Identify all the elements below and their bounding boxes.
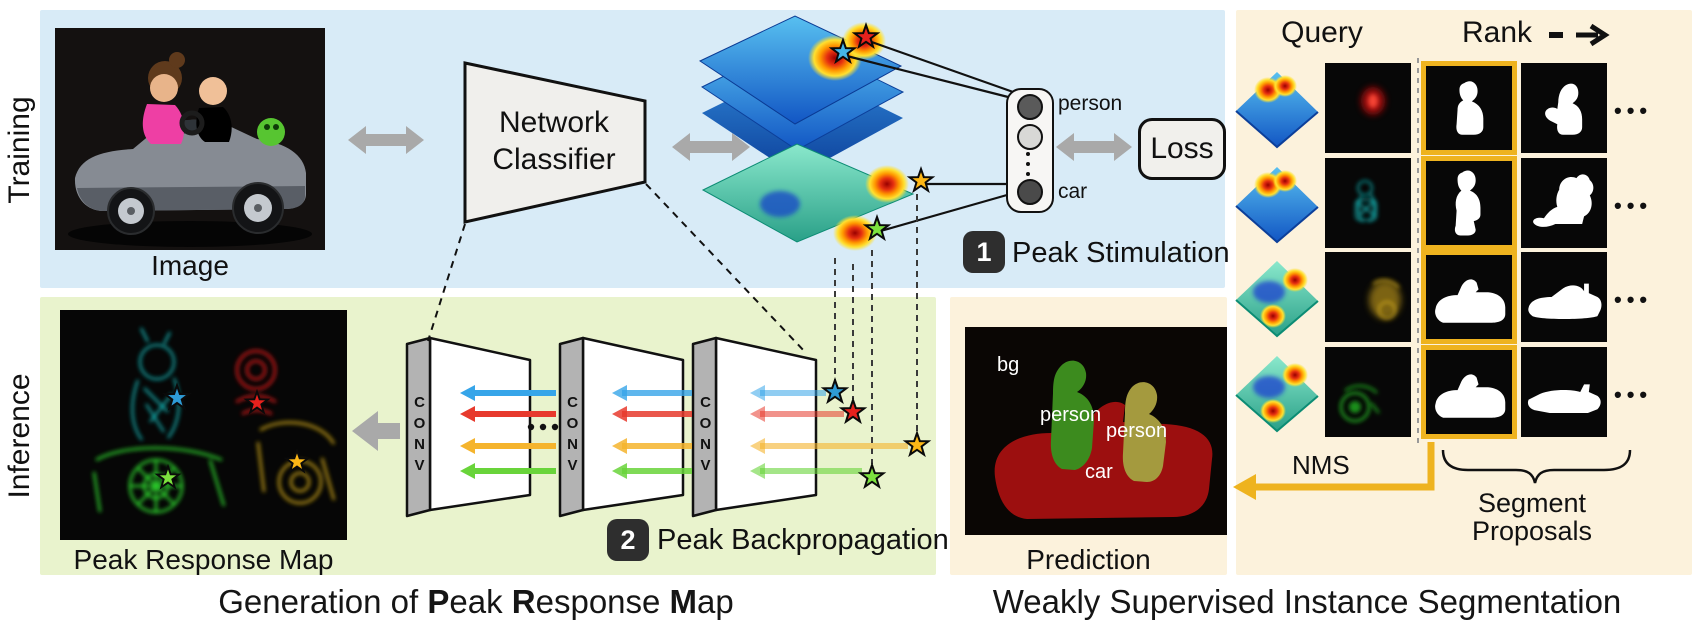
proposal-row4-rank2	[1521, 347, 1607, 437]
query-surface-person-2	[1235, 167, 1319, 244]
proposal-row1-rank1	[1421, 61, 1517, 155]
proposal-row3-rank1	[1421, 250, 1517, 344]
prediction-image	[965, 327, 1227, 535]
caption-weakly-supervised: Weakly Supervised Instance Segmentation	[992, 583, 1622, 620]
rank-header: Rank	[1462, 16, 1533, 49]
conv-label-3: CONV	[697, 394, 714, 478]
prm-image	[60, 310, 347, 540]
proposal-row2-rank1	[1421, 156, 1517, 250]
loss-box: Loss	[1138, 118, 1226, 180]
segment-proposals-label-2: Proposals	[1471, 516, 1593, 546]
prediction-car-label: car	[1085, 461, 1113, 483]
class-node-column	[1006, 88, 1054, 213]
class-response-stack	[698, 15, 915, 251]
step1-badge: 1	[963, 231, 1005, 273]
rank-decreasing-arrow-icon	[1549, 23, 1610, 47]
proposal-row2-rank2	[1521, 158, 1607, 248]
prediction-person-left-label: person	[1040, 404, 1102, 426]
image-caption: Image	[151, 250, 229, 281]
segment-proposals-label-1: Segment	[1477, 488, 1587, 518]
more-proposals-row1: •••	[1614, 98, 1653, 123]
car-node	[1017, 179, 1043, 205]
prm-thumb-row4	[1325, 347, 1411, 437]
more-proposals-row3: •••	[1614, 287, 1653, 312]
network-classifier	[463, 61, 647, 224]
step2-label: Peak Backpropagation	[657, 524, 949, 556]
query-surface-car-1	[1235, 261, 1319, 338]
classifier-label: Network Classifier	[492, 106, 616, 176]
car-class-label: car	[1058, 180, 1088, 203]
more-proposals-row4: •••	[1614, 382, 1653, 407]
conv-label-2: CONV	[564, 394, 581, 478]
prm-caption: Peak Response Map	[73, 544, 334, 575]
input-image	[55, 28, 325, 250]
query-surface-car-2	[1235, 356, 1319, 433]
prediction-caption: Prediction	[1026, 544, 1151, 575]
training-section-label: Training	[3, 96, 36, 204]
query-surface-person-1	[1235, 72, 1319, 149]
proposal-row3-rank2	[1521, 252, 1607, 342]
prediction-bg-label: bg	[997, 354, 1020, 376]
inference-section-label: Inference	[3, 373, 36, 499]
conv-label-1: CONV	[411, 394, 428, 478]
query-header: Query	[1281, 16, 1363, 49]
prm-thumb-row1	[1325, 63, 1411, 153]
prm-thumb-row3	[1325, 252, 1411, 342]
person-class-label: person	[1058, 92, 1123, 115]
caption-generation-of-prm: Generation of Peak Response Map	[218, 583, 734, 620]
nms-label: NMS	[1292, 450, 1350, 480]
proposal-row1-rank2	[1521, 63, 1607, 153]
prediction-person-right-label: person	[1106, 420, 1168, 442]
hidden-node	[1017, 124, 1043, 150]
proposal-row4-rank1	[1421, 345, 1517, 439]
prm-thumb-row2	[1325, 158, 1411, 248]
step1-label: Peak Stimulation	[1012, 237, 1230, 269]
person-node	[1017, 94, 1043, 120]
conv-blocks	[405, 336, 818, 518]
step2-badge: 2	[607, 519, 649, 561]
more-proposals-row2: •••	[1614, 193, 1653, 218]
